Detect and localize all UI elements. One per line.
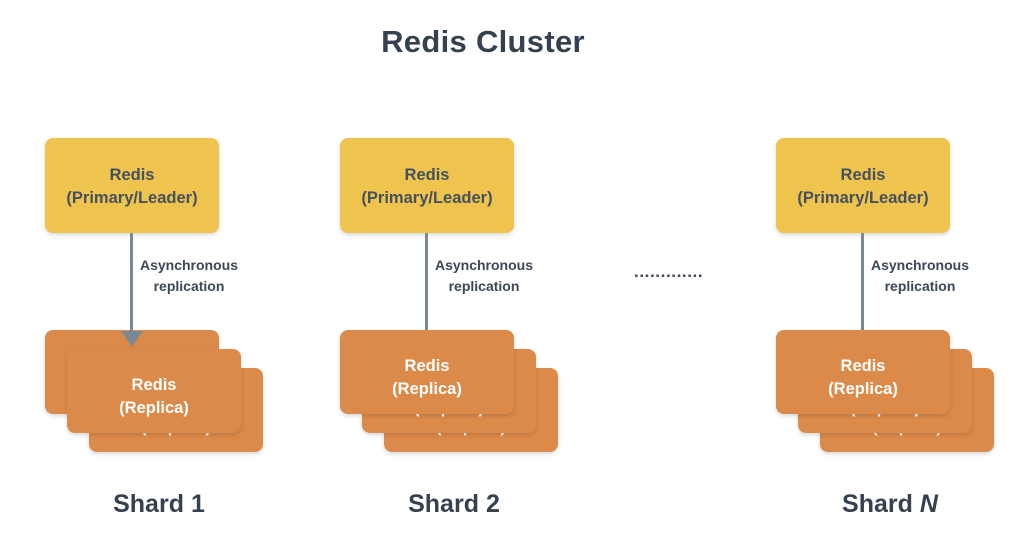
shard-label-prefix: Shard [842, 490, 913, 518]
primary-node-shard-2: Redis (Primary/Leader) [340, 138, 514, 233]
more-shards-ellipsis: ............. [634, 262, 704, 281]
replication-connector-shard-n [861, 233, 864, 336]
shard-label-number: 2 [485, 490, 500, 518]
primary-node-label-line2: (Primary/Leader) [797, 189, 929, 207]
arrow-down-icon [121, 331, 143, 347]
replica-node-label-line1: Redis [840, 357, 886, 375]
replication-label-line2: replication [448, 278, 520, 294]
replication-label-shard-2: Asynchronous replication [429, 255, 539, 297]
replica-node-label-line2: (Replica) [392, 380, 462, 398]
replication-label-shard-n: Asynchronous replication [865, 255, 975, 297]
replica-node-front: Redis (Replica) [776, 330, 950, 414]
replica-node-label-line1: Redis [404, 357, 450, 375]
primary-node-shard-n: Redis (Primary/Leader) [776, 138, 950, 233]
replication-connector-shard-1 [130, 233, 133, 333]
replica-node-front: Redis (Replica) [340, 330, 514, 414]
primary-node-label-line1: Redis [404, 166, 450, 184]
replication-label-line2: replication [153, 278, 225, 294]
replication-connector-shard-2 [425, 233, 428, 336]
replica-node-label-line2: (Replica) [119, 399, 189, 417]
primary-node-label-line2: (Primary/Leader) [66, 189, 198, 207]
primary-node-label-line1: Redis [840, 166, 886, 184]
shard-label-number: 1 [190, 490, 205, 518]
replication-label-shard-1: Asynchronous replication [134, 255, 244, 297]
replica-node-label-line2: (Replica) [828, 380, 898, 398]
shard-label-number: N [919, 490, 938, 518]
replica-node-label-line1: Redis [131, 376, 177, 394]
replication-label-line1: Asynchronous [434, 257, 533, 273]
diagram-title: Redis Cluster [381, 24, 585, 59]
primary-node-label-line1: Redis [109, 166, 155, 184]
replication-label-line1: Asynchronous [870, 257, 969, 273]
replication-label-line2: replication [884, 278, 956, 294]
replica-node-front: Redis (Replica) [67, 349, 241, 433]
primary-node-label-line2: (Primary/Leader) [361, 189, 493, 207]
replication-label-line1: Asynchronous [139, 257, 238, 273]
shard-label-prefix: Shard [408, 490, 479, 518]
shard-label-prefix: Shard [113, 490, 184, 518]
primary-node-shard-1: Redis (Primary/Leader) [45, 138, 219, 233]
